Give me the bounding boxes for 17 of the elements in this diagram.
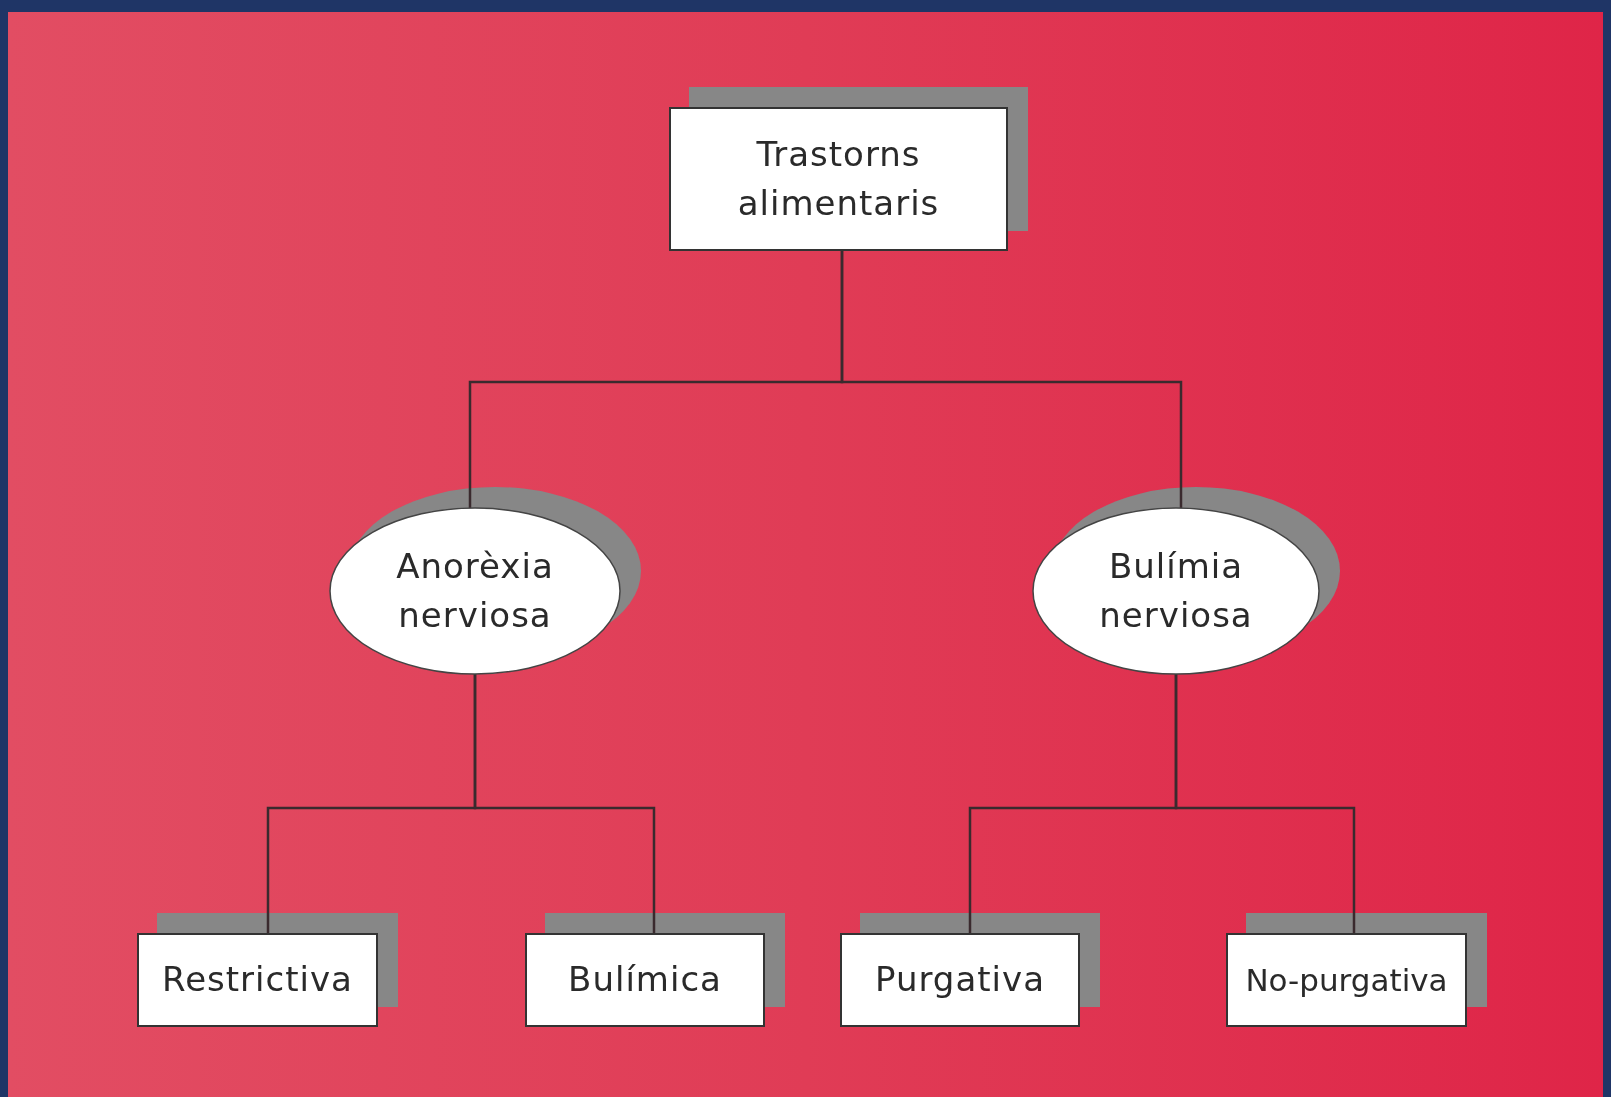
node-label: Anorèxia nerviosa bbox=[395, 544, 555, 637]
category-box bbox=[525, 933, 765, 1027]
node-label: No-purgativa bbox=[1245, 960, 1448, 1000]
category-box bbox=[137, 933, 378, 1027]
category-ellipse bbox=[329, 507, 621, 675]
connector-line bbox=[840, 250, 1183, 508]
node-label: Restrictiva bbox=[162, 958, 353, 1002]
connector-line bbox=[473, 674, 656, 934]
node-label: Bulímia nerviosa bbox=[1098, 544, 1254, 637]
category-ellipse bbox=[1032, 507, 1320, 675]
node-label: Purgativa bbox=[875, 958, 1045, 1002]
category-box bbox=[1226, 933, 1467, 1027]
connector-line bbox=[1174, 674, 1356, 934]
node-label: Bulímica bbox=[568, 958, 722, 1002]
category-box bbox=[669, 107, 1008, 251]
category-box bbox=[840, 933, 1080, 1027]
node-label: Trastorns alimentaris bbox=[736, 132, 941, 225]
